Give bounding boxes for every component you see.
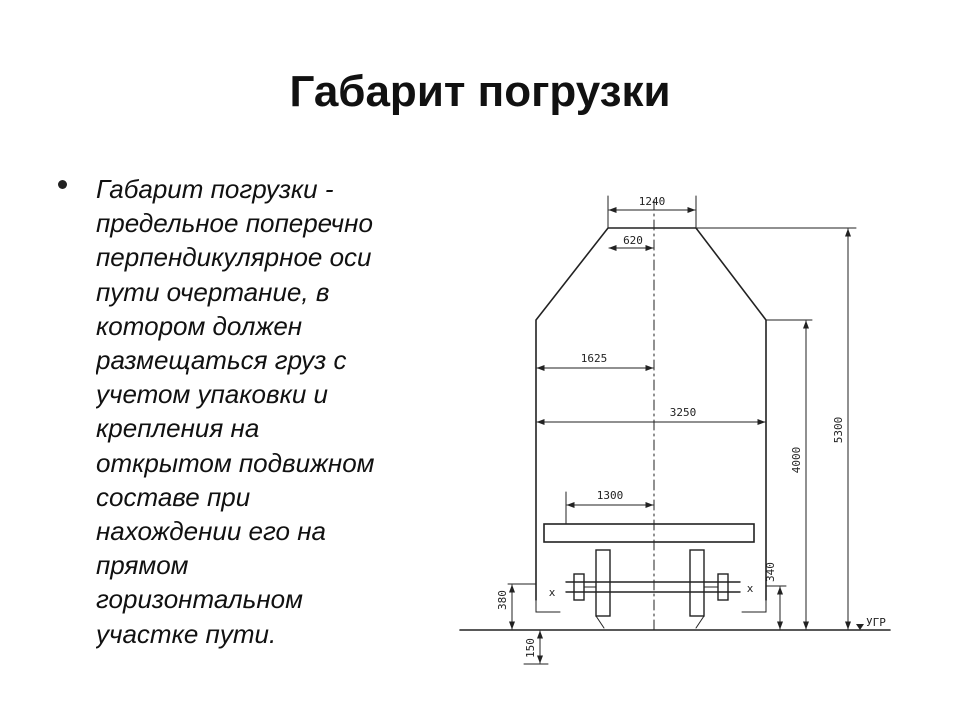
dim-label-3250: 3250 [670, 406, 697, 419]
rail-level-marker [856, 624, 864, 630]
rail-level-label: УГР [866, 616, 886, 629]
dim-label-1300: 1300 [597, 489, 624, 502]
dim-label-620: 620 [623, 234, 643, 247]
loading-gauge-diagram: 1240 620 1625 3250 1300 x x 5300 4000 [459, 195, 891, 665]
bullet-text: Габарит погрузки - предельное поперечно … [96, 174, 375, 649]
bullet-marker [58, 180, 67, 189]
dim-label-1240: 1240 [639, 195, 666, 208]
slide-title: Габарит погрузки [289, 67, 671, 116]
x-mark-right: x [747, 582, 754, 595]
dim-label-380: 380 [496, 590, 509, 610]
platform-deck [543, 523, 755, 543]
dim-label-5300: 5300 [832, 417, 845, 444]
dim-label-150: 150 [524, 638, 537, 658]
gauge-outline [535, 227, 767, 601]
dim-label-340: 340 [764, 562, 777, 582]
dim-label-1625: 1625 [581, 352, 608, 365]
dim-label-4000: 4000 [790, 447, 803, 474]
x-mark-left: x [549, 586, 556, 599]
wheelset [565, 549, 741, 629]
